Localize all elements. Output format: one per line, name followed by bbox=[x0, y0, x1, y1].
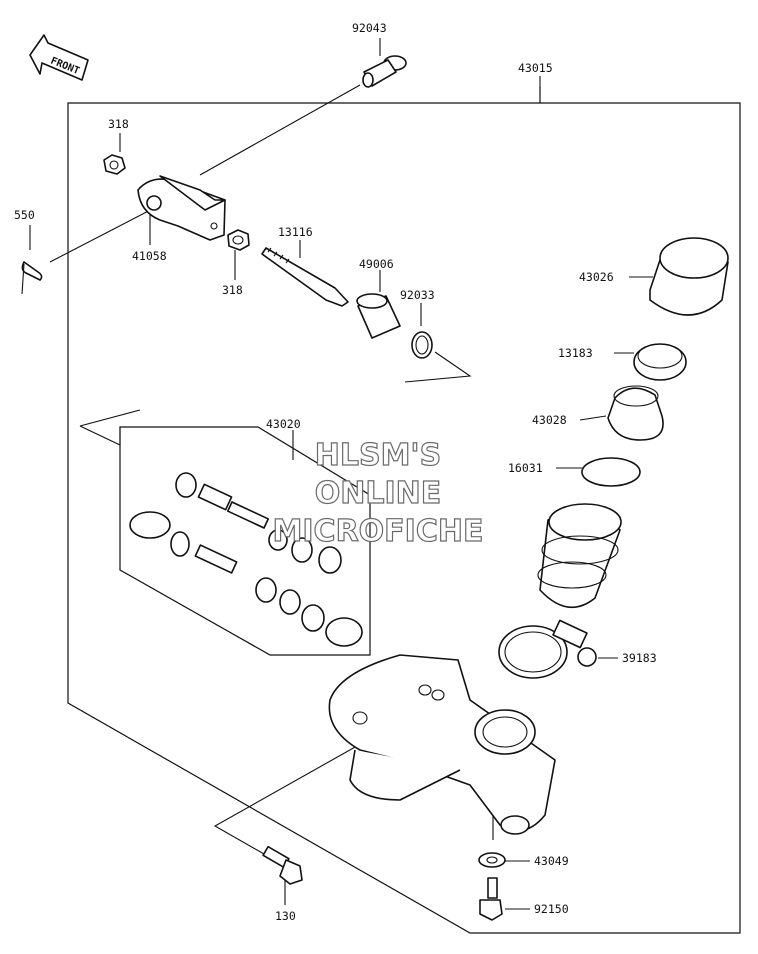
washer-43049 bbox=[478, 852, 506, 868]
master-cylinder bbox=[328, 654, 556, 835]
part-label-550: 550 bbox=[14, 208, 35, 222]
watermark-line-1: HLSM'S bbox=[315, 438, 441, 473]
part-label-16031: 16031 bbox=[508, 461, 543, 475]
part-label-43015: 43015 bbox=[518, 61, 553, 75]
bleeder-92150 bbox=[479, 877, 503, 921]
washer-16031 bbox=[581, 457, 641, 487]
leader-lines bbox=[29, 38, 653, 910]
circlip-92033 bbox=[411, 331, 433, 359]
part-labels: 92043 43015 318 550 41058 318 13116 4900… bbox=[14, 21, 657, 923]
front-arrow-icon: FRONT bbox=[29, 34, 89, 81]
repair-kit-box bbox=[79, 409, 371, 656]
part-label-130: 130 bbox=[275, 909, 296, 923]
pin-92043 bbox=[362, 55, 407, 88]
part-label-318-lower: 318 bbox=[222, 283, 243, 297]
part-label-49006: 49006 bbox=[359, 257, 394, 271]
assembly-frame bbox=[67, 87, 741, 934]
part-label-13116: 13116 bbox=[278, 225, 313, 239]
part-label-43049: 43049 bbox=[534, 854, 569, 868]
watermark-line-2: ONLINE bbox=[315, 476, 442, 511]
part-label-92043: 92043 bbox=[352, 21, 387, 35]
reservoir-body bbox=[537, 503, 622, 609]
clevis-41058 bbox=[137, 175, 226, 241]
part-label-318-upper: 318 bbox=[108, 117, 129, 131]
part-label-92033: 92033 bbox=[400, 288, 435, 302]
part-label-43026: 43026 bbox=[579, 270, 614, 284]
part-label-43020: 43020 bbox=[266, 417, 301, 431]
nut-318-upper bbox=[103, 154, 126, 175]
reservoir-cap-43026 bbox=[649, 237, 729, 316]
plate-13183 bbox=[633, 343, 687, 381]
kit-components bbox=[129, 472, 363, 647]
watermark: HLSM'S ONLINE MICROFICHE bbox=[272, 437, 484, 549]
part-label-43028: 43028 bbox=[532, 413, 567, 427]
nut-318-lower bbox=[227, 229, 250, 251]
part-label-13183: 13183 bbox=[558, 346, 593, 360]
push-rod-13116 bbox=[261, 247, 349, 307]
part-label-92150: 92150 bbox=[534, 902, 569, 916]
bolt-130 bbox=[262, 845, 303, 885]
hose-clamp-39183 bbox=[498, 619, 597, 679]
boot-49006 bbox=[356, 293, 401, 339]
watermark-line-3: MICROFICHE bbox=[273, 514, 484, 549]
part-label-41058: 41058 bbox=[132, 249, 167, 263]
part-label-39183: 39183 bbox=[622, 651, 657, 665]
cotter-pin-550 bbox=[21, 261, 43, 295]
diaphragm-43028 bbox=[607, 385, 664, 441]
